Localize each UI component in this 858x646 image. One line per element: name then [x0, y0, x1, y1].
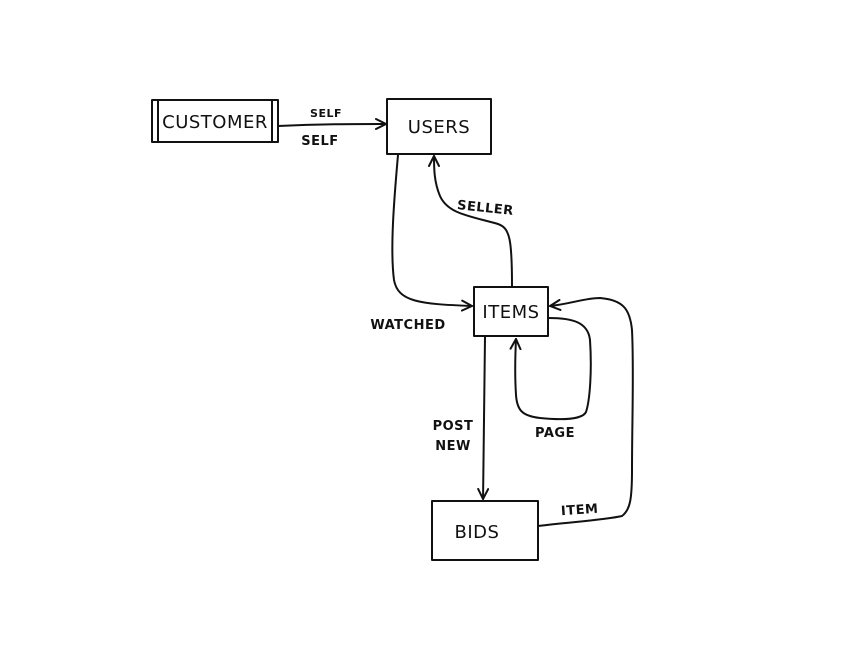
edge-label-post: POST — [433, 419, 474, 434]
edge-label-item: ITEM — [561, 502, 599, 520]
edge-users-to-items: WATCHED — [370, 154, 473, 333]
customer-label: CUSTOMER — [162, 112, 268, 133]
edge-bids-items-line — [537, 297, 634, 527]
node-customer: CUSTOMER — [151, 99, 279, 143]
users-label: USERS — [408, 117, 470, 138]
edge-items-self-line — [509, 317, 592, 421]
node-items: ITEMS — [473, 286, 549, 337]
bids-label: BIDS — [455, 522, 500, 543]
edge-items-users-line — [428, 155, 513, 287]
edge-label-self-top: SELF — [310, 107, 342, 120]
edge-items-to-bids: POST NEW — [433, 336, 490, 500]
bids-box — [431, 500, 539, 561]
edge-bids-to-items: ITEM — [537, 297, 634, 527]
edge-items-to-users: SELLER — [428, 155, 514, 287]
edge-label-page: PAGE — [535, 426, 575, 441]
edge-items-self-loop: PAGE — [509, 317, 592, 441]
edge-users-items-line — [391, 154, 473, 312]
edge-label-self-bottom: SELF — [301, 134, 338, 149]
node-users: USERS — [386, 98, 492, 155]
items-box — [473, 286, 549, 337]
edge-label-seller: SELLER — [456, 198, 514, 219]
edge-items-bids-line — [477, 336, 490, 500]
edge-label-new: NEW — [435, 439, 471, 454]
items-label: ITEMS — [482, 302, 539, 323]
customer-box — [151, 99, 279, 143]
edge-customer-to-users: SELF SELF — [277, 107, 387, 149]
edge-customer-users-line — [277, 118, 387, 131]
users-box — [386, 98, 492, 155]
edge-label-watched: WATCHED — [370, 318, 445, 333]
node-bids: BIDS — [431, 500, 539, 561]
